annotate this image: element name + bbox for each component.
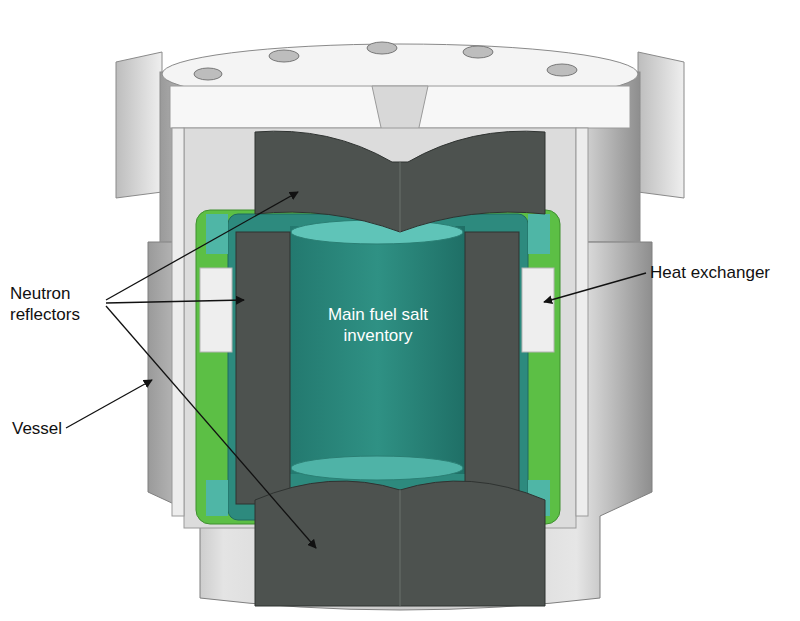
section-seam <box>400 490 401 606</box>
fuel-salt-region <box>228 214 528 520</box>
leader-line <box>66 192 646 548</box>
vessel-wall-section <box>576 128 588 516</box>
coolant-region <box>196 210 560 524</box>
fuel-channel <box>206 480 228 516</box>
part-label: Neutron reflectors <box>10 283 104 325</box>
region-label: Main fuel salt inventory <box>313 304 443 346</box>
fuel-channel <box>528 214 550 254</box>
heat-exchanger <box>200 268 232 352</box>
bracket-fin <box>638 52 684 198</box>
bracket-fin <box>116 52 162 198</box>
part-label: Heat exchanger <box>650 262 795 283</box>
vessel-wall-section <box>172 128 184 516</box>
section-seam <box>400 162 401 232</box>
fuel-channel <box>206 214 228 254</box>
vessel-wall-section <box>184 128 576 528</box>
neutron-reflector <box>236 131 545 606</box>
fuel-core <box>290 226 465 474</box>
part-label: Vessel <box>12 418 72 439</box>
fuel-core-rim <box>291 456 463 480</box>
heat-exchanger <box>522 268 554 352</box>
top-nozzle <box>372 86 428 132</box>
bolt-holes <box>194 42 577 80</box>
